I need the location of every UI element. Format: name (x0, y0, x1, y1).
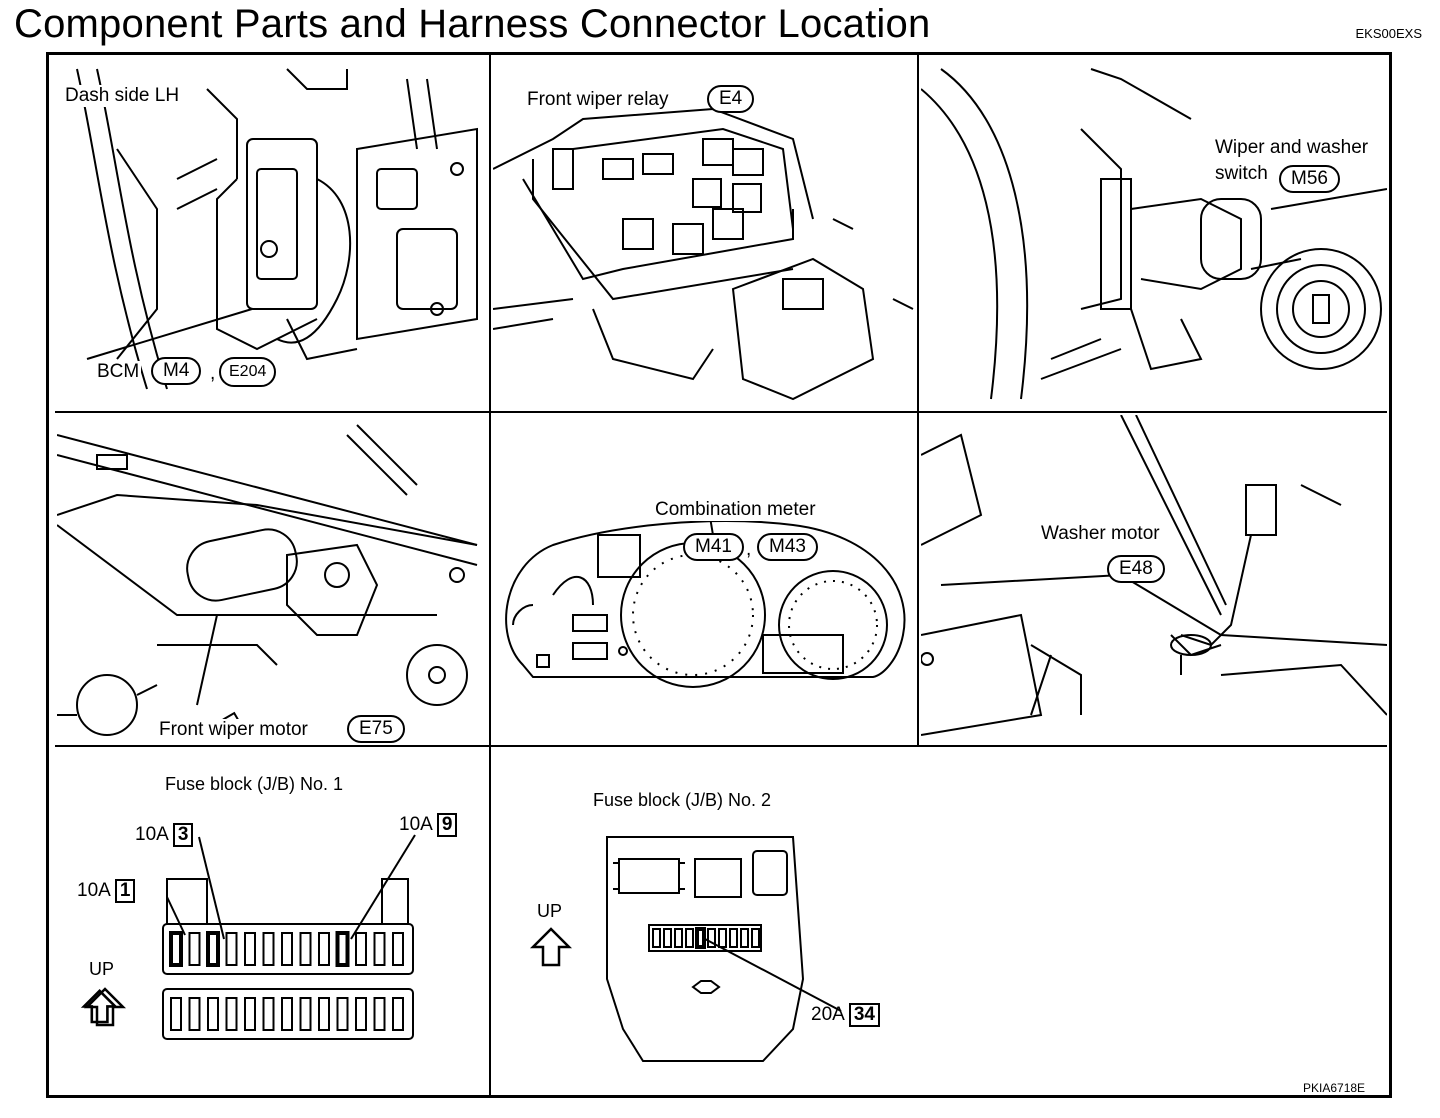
fuse-slot (740, 928, 749, 948)
fuse-amp: 10A (77, 880, 111, 901)
fuse-slot (207, 997, 219, 1031)
fuse-slot (262, 997, 275, 1031)
fuse-slot (663, 928, 672, 948)
relay-box-illustration (493, 107, 914, 401)
connector-m41: M41 (683, 533, 744, 561)
panel-washer-motor: Washer motor E48 (921, 415, 1387, 743)
fuse-slot (355, 997, 367, 1031)
fuse-number: 34 (848, 1003, 880, 1027)
fuse-slot (318, 932, 330, 966)
document-code: EKS00EXS (1355, 26, 1423, 41)
comma-separator: , (746, 539, 752, 560)
connector-e204: E204 (219, 357, 277, 387)
connector-m43: M43 (757, 533, 818, 561)
switch-label-line1: Wiper and washer (1213, 137, 1371, 159)
panel-front-wiper-motor: Front wiper motor E75 (57, 415, 485, 743)
fuse-slot (392, 932, 404, 966)
dash-side-illustration (76, 68, 478, 390)
fuse-slot (392, 997, 404, 1031)
fuse-slot (262, 932, 275, 966)
fuse-slot (355, 932, 367, 966)
fuse-slot (188, 932, 201, 966)
diagram-frame: Dash side LH BCM M4 , E204 Front wiper r… (46, 52, 1392, 1098)
page-title: Component Parts and Harness Connector Lo… (14, 2, 931, 46)
fuse-slot (751, 928, 760, 948)
panel-dash-side-bcm: Dash side LH BCM M4 , E204 (57, 59, 485, 409)
fuse-block-1-title: Fuse block (J/B) No. 1 (163, 773, 346, 795)
combination-meter-illustration (505, 504, 906, 688)
fuse-amp: 10A (399, 814, 433, 835)
figure-code: PKIA6718E (1303, 1081, 1366, 1095)
up-label: UP (89, 959, 115, 979)
fuse-slot (373, 932, 386, 966)
fuse-slot (281, 932, 293, 966)
fuse-amp: 20A (811, 1004, 845, 1025)
panel-front-wiper-relay: Front wiper relay E4 (493, 59, 915, 409)
fuse-block-2-illustration (606, 836, 842, 1062)
fuse-slot (225, 932, 238, 966)
fuse-slot (652, 928, 661, 948)
fuse-slot (170, 997, 182, 1031)
up-label: UP (537, 901, 563, 921)
fuse-number: 9 (436, 813, 458, 837)
panel-wiper-washer-switch: Wiper and washer switch M56 (921, 59, 1387, 409)
grid-divider (55, 411, 1387, 413)
washer-label: Washer motor (1039, 523, 1162, 545)
fuse-slot (225, 997, 238, 1031)
fuse-slot (336, 997, 349, 1031)
grid-divider (55, 745, 1387, 747)
panel-combination-meter: Combination meter M41 , M43 (493, 415, 915, 743)
connector-m4: M4 (151, 357, 202, 385)
fuse-slot (718, 928, 727, 948)
switch-illustration (921, 68, 1387, 400)
panel-empty (921, 749, 1387, 1093)
connector-e75: E75 (347, 715, 405, 743)
fuse-block-1-illustration (80, 834, 416, 1040)
fuse-slot (244, 997, 256, 1031)
fuse-slot (299, 932, 312, 966)
connector-e48: E48 (1107, 555, 1165, 583)
motor-label: Front wiper motor (157, 719, 310, 741)
grid-divider (489, 55, 491, 1095)
fuse-slot (695, 927, 706, 949)
fuse-slot (373, 997, 386, 1031)
fuse-slot (729, 928, 738, 948)
fuse-slot (318, 997, 330, 1031)
fuse-number: 1 (114, 879, 136, 903)
comma-separator: , (210, 363, 216, 384)
fuse-slot (188, 997, 201, 1031)
fuse-slot (169, 931, 183, 967)
fuse-amp: 10A (135, 824, 169, 845)
fuse-slot (335, 931, 350, 967)
bcm-label: BCM (95, 361, 142, 383)
fuse-slot (674, 928, 683, 948)
dash-side-label: Dash side LH (63, 85, 182, 107)
washer-motor-illustration (921, 415, 1387, 736)
up-arrow-icon (83, 987, 127, 1027)
up-arrow-icon (529, 927, 573, 967)
fuse-slot (707, 928, 716, 948)
connector-e4: E4 (707, 85, 755, 113)
meter-label: Combination meter (653, 499, 818, 521)
relay-label: Front wiper relay (525, 89, 671, 111)
fuse-slot (244, 932, 256, 966)
fuse-number: 3 (172, 823, 194, 847)
fuse-slot (281, 997, 293, 1031)
wiper-motor-illustration (57, 424, 478, 736)
connector-m56: M56 (1279, 165, 1340, 193)
fuse-block-2-title: Fuse block (J/B) No. 2 (591, 789, 774, 811)
fuse-slot (299, 997, 312, 1031)
fuse-slot (206, 931, 220, 967)
switch-label-line2: switch (1213, 163, 1270, 185)
grid-divider (917, 55, 919, 747)
fuse-slot (685, 928, 694, 948)
